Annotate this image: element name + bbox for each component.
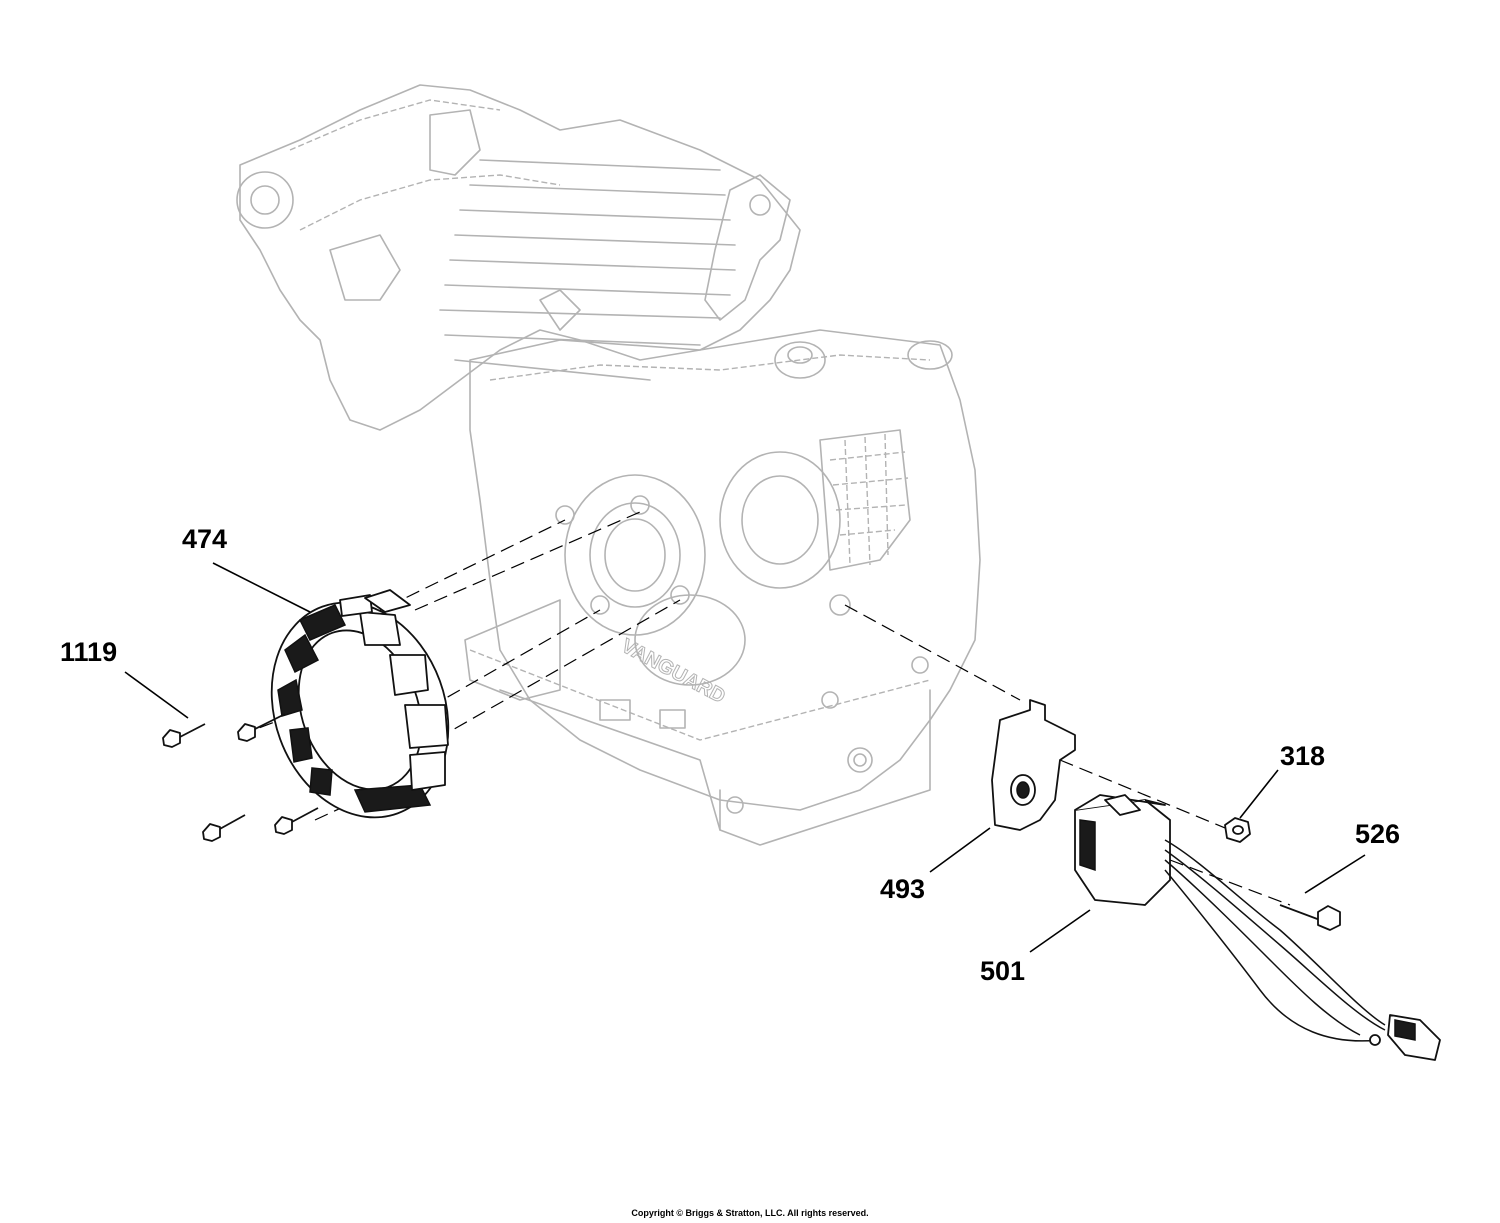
regulator-part-501[interactable] [1074, 794, 1441, 1061]
callout-501[interactable]: 501 [980, 956, 1026, 986]
callout-318[interactable]: 318 [1280, 741, 1326, 771]
callout-493[interactable]: 493 [880, 874, 926, 904]
nut-part-318[interactable] [1224, 817, 1251, 843]
copyright-notice: Copyright © Briggs & Stratton, LLC. All … [631, 1208, 869, 1218]
callout-526[interactable]: 526 [1355, 819, 1401, 849]
callout-1119[interactable]: 1119 [60, 637, 118, 667]
screws-part-1119[interactable] [162, 713, 319, 842]
stator-part-474[interactable] [243, 578, 478, 843]
bolt-part-526[interactable] [1279, 904, 1341, 931]
leader-lines [124, 562, 1366, 953]
screw-2[interactable] [237, 713, 286, 742]
bracket-part-493[interactable] [991, 699, 1076, 831]
callout-474[interactable]: 474 [182, 524, 228, 554]
screw-4[interactable] [274, 807, 319, 835]
screw-1[interactable] [162, 723, 206, 748]
engine-brand-text: VANGUARD [618, 635, 729, 708]
screw-3[interactable] [202, 814, 246, 842]
